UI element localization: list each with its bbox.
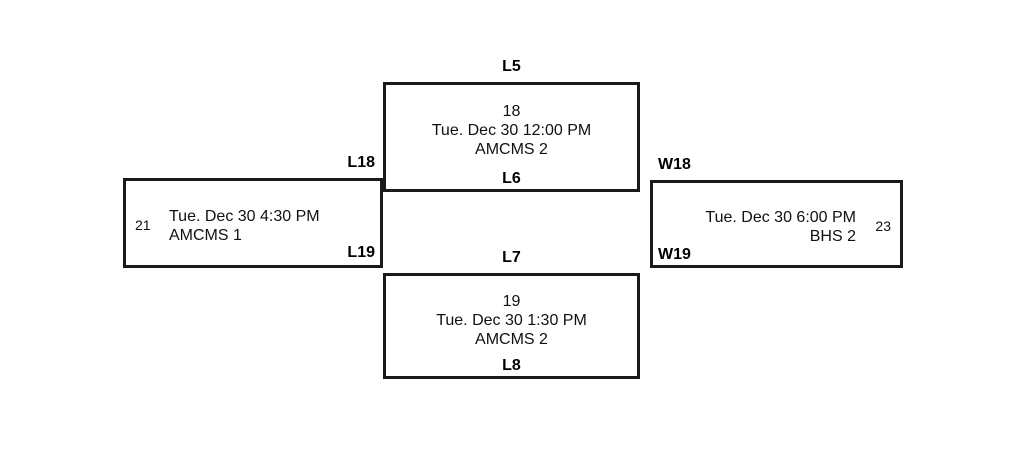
game-21-details: Tue. Dec 30 4:30 PM AMCMS 1 <box>169 207 320 245</box>
game-21-venue: AMCMS 1 <box>169 227 242 244</box>
seed-label-bottom-game-21: L19 <box>347 244 375 261</box>
game-box-18[interactable]: 18 Tue. Dec 30 12:00 PM AMCMS 2 <box>383 82 640 192</box>
seed-label-bottom-game-19: L8 <box>502 357 521 374</box>
game-18-datetime: Tue. Dec 30 12:00 PM <box>431 122 592 139</box>
game-19-venue: AMCMS 2 <box>475 331 548 348</box>
game-19-number: 19 <box>502 293 521 310</box>
game-21-number: 21 <box>135 217 151 233</box>
game-18-venue: AMCMS 2 <box>475 141 548 158</box>
seed-label-bottom-game-18: L6 <box>502 170 521 187</box>
game-19-details: 19 Tue. Dec 30 1:30 PM AMCMS 2 <box>386 292 637 349</box>
seed-label-bottom-game-23: W19 <box>658 246 691 263</box>
game-box-23[interactable]: 23 Tue. Dec 30 6:00 PM BHS 2 <box>650 180 903 268</box>
game-21-datetime: Tue. Dec 30 4:30 PM <box>169 208 320 225</box>
seed-label-top-game-19: L7 <box>502 249 521 266</box>
game-18-number: 18 <box>502 103 521 120</box>
seed-label-top-game-21: L18 <box>347 154 375 171</box>
game-box-21[interactable]: 21 Tue. Dec 30 4:30 PM AMCMS 1 <box>123 178 383 268</box>
seed-label-top-game-23: W18 <box>658 156 691 173</box>
game-23-datetime: Tue. Dec 30 6:00 PM <box>705 209 856 226</box>
game-23-details: Tue. Dec 30 6:00 PM BHS 2 <box>705 208 856 246</box>
game-23-number: 23 <box>875 218 891 234</box>
game-18-details: 18 Tue. Dec 30 12:00 PM AMCMS 2 <box>386 102 637 159</box>
game-19-datetime: Tue. Dec 30 1:30 PM <box>436 312 587 329</box>
game-box-19[interactable]: 19 Tue. Dec 30 1:30 PM AMCMS 2 <box>383 273 640 379</box>
seed-label-top-game-18: L5 <box>502 58 521 75</box>
game-23-venue: BHS 2 <box>809 228 856 245</box>
